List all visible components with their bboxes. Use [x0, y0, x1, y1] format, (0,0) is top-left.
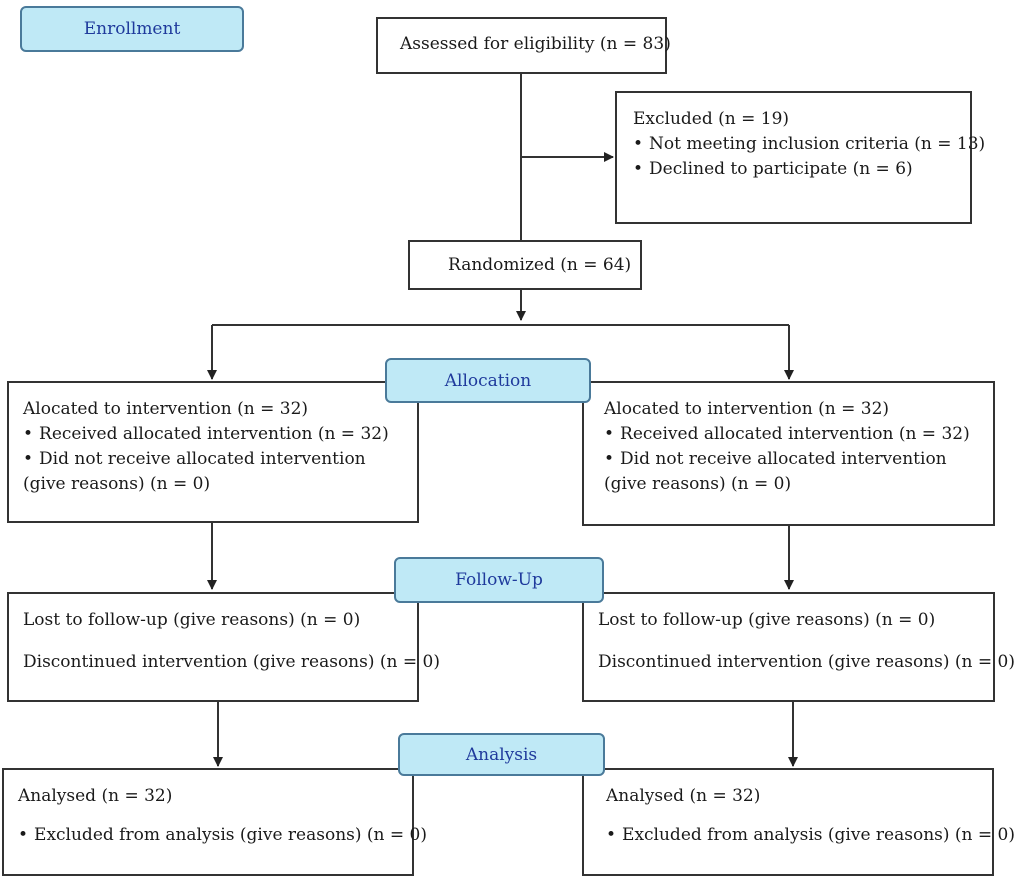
followup-right-lost: Lost to follow-up (give reasons) (n = 0)	[598, 610, 936, 630]
assessed-text: Assessed for eligibility (n = 83)	[400, 34, 671, 54]
stage-analysis-label: Analysis	[465, 744, 538, 765]
allocation-right-received: Received allocated intervention (n = 32)	[604, 422, 977, 447]
assessed-box: Assessed for eligibility (n = 83)	[376, 17, 671, 74]
excluded-item-criteria: Not meeting inclusion criteria (n = 13)	[633, 132, 985, 157]
analysis-right-excluded: Excluded from analysis (give reasons) (n…	[606, 823, 1015, 848]
excluded-item-declined: Declined to participate (n = 6)	[633, 157, 970, 182]
followup-left-box: Lost to follow-up (give reasons) (n = 0)…	[7, 592, 440, 702]
analysis-left-box: Analysed (n = 32) Excluded from analysis…	[2, 768, 427, 876]
stage-follow-up-label: Follow-Up	[455, 570, 543, 590]
excluded-title: Excluded (n = 19)	[633, 109, 790, 129]
stage-allocation-label: Allocation	[444, 370, 532, 391]
allocation-right-not-received: Did not receive allocated intervention (…	[604, 447, 977, 497]
allocation-left-box: Alocated to intervention (n = 32) Receiv…	[7, 381, 419, 523]
analysis-left-analysed: Analysed (n = 32)	[18, 786, 173, 806]
stage-enrollment: Enrollment	[20, 6, 244, 52]
followup-right-discontinued: Discontinued intervention (give reasons)…	[598, 652, 1015, 672]
allocation-right-box: Alocated to intervention (n = 32) Receiv…	[582, 381, 995, 526]
randomized-box: Randomized (n = 64)	[408, 240, 642, 290]
followup-left-discontinued: Discontinued intervention (give reasons)…	[23, 652, 440, 672]
stage-follow-up: Follow-Up	[394, 557, 604, 603]
analysis-right-box: Analysed (n = 32) Excluded from analysis…	[582, 768, 1015, 876]
allocation-left-not-received: Did not receive allocated intervention (…	[23, 447, 401, 497]
analysis-left-excluded: Excluded from analysis (give reasons) (n…	[18, 823, 427, 848]
allocation-right-title: Alocated to intervention (n = 32)	[604, 399, 890, 419]
stage-allocation: Allocation	[385, 358, 591, 403]
excluded-box: Excluded (n = 19) Not meeting inclusion …	[615, 91, 985, 224]
analysis-right-analysed: Analysed (n = 32)	[606, 786, 761, 806]
followup-right-box: Lost to follow-up (give reasons) (n = 0)…	[582, 592, 1015, 702]
followup-left-lost: Lost to follow-up (give reasons) (n = 0)	[23, 610, 361, 630]
allocation-left-received: Received allocated intervention (n = 32)	[23, 422, 401, 447]
allocation-left-title: Alocated to intervention (n = 32)	[23, 399, 309, 419]
randomized-text: Randomized (n = 64)	[448, 255, 632, 275]
stage-analysis: Analysis	[398, 733, 605, 776]
stage-enrollment-label: Enrollment	[83, 19, 181, 39]
